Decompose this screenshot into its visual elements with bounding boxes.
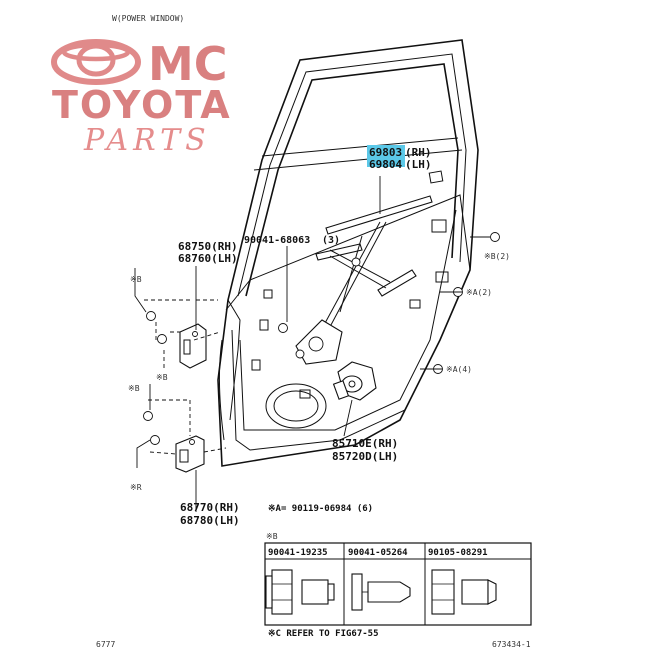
upper-hinge	[170, 299, 221, 369]
table-col-2: 90041-05264	[348, 548, 408, 558]
bolt-mark-3	[143, 411, 153, 421]
callout-lower-hinge-rh: 68770(RH)	[180, 501, 240, 514]
callout-motor-rh: 85710E(RH)	[332, 437, 398, 450]
table-footer: ※C REFER TO FIG67-55	[268, 629, 379, 639]
leader-lines	[134, 176, 490, 512]
lower-hinge	[144, 299, 227, 473]
mark-b-side: ※B	[156, 373, 168, 382]
callout-bolt: 90041-68063	[244, 235, 310, 246]
mark-a-qty-upper: ※A(2)	[466, 288, 492, 297]
callout-upper-hinge-lh: 68760(LH)	[178, 252, 238, 265]
callout-regulator-rh-side: (RH)	[405, 146, 432, 159]
table-col-1: 90041-19235	[268, 548, 328, 558]
window-regulator	[295, 195, 433, 365]
mark-b-top: ※B	[130, 275, 142, 284]
fastener-icon-1	[265, 569, 335, 615]
footer-right: 673434-1	[492, 640, 531, 649]
mark-a-qty-lower: ※A(4)	[446, 365, 472, 374]
bolt-mark-1	[146, 311, 156, 321]
mark-b-mid: ※B	[128, 384, 140, 393]
callout-upper-hinge-rh: 68750(RH)	[178, 240, 238, 253]
table-heading: ※B	[266, 532, 278, 541]
callout-lower-hinge-lh: 68780(LH)	[180, 514, 240, 527]
callout-regulator-rh: 69803	[369, 146, 402, 159]
bolt-mark-4	[150, 435, 160, 445]
fastener-icon-2	[351, 573, 411, 611]
regulator-motor	[332, 361, 377, 401]
bolt-mark-5	[490, 232, 500, 242]
callout-motor-lh: 85720D(LH)	[332, 450, 398, 463]
header-title: W(POWER WINDOW)	[112, 14, 184, 23]
bolt-mark-8	[278, 323, 288, 333]
door-outline	[217, 39, 479, 467]
toyota-logo	[51, 39, 141, 85]
callout-bolt-qty: (3)	[322, 235, 340, 246]
watermark-parts: PARTS	[83, 123, 211, 158]
mark-b-qty: ※B(2)	[484, 252, 510, 261]
mark-r-bottom: ※R	[130, 483, 142, 492]
callout-note-a: ※A= 90119-06984 (6)	[268, 504, 373, 514]
callout-highlight	[367, 145, 405, 167]
fastener-icon-3	[431, 569, 497, 615]
footer-left: 6777	[96, 640, 115, 649]
table-col-3: 90105-08291	[428, 548, 488, 558]
bolt-mark-2	[157, 334, 167, 344]
fastener-table: ※B 90041-19235 90041-05264 90105-08291	[264, 532, 532, 639]
watermark-toyota: TOYOTA	[52, 83, 232, 127]
callout-regulator-lh: 69804	[369, 158, 402, 171]
watermark-mc: MC	[148, 37, 228, 91]
callout-regulator-lh-side: (LH)	[405, 158, 432, 171]
